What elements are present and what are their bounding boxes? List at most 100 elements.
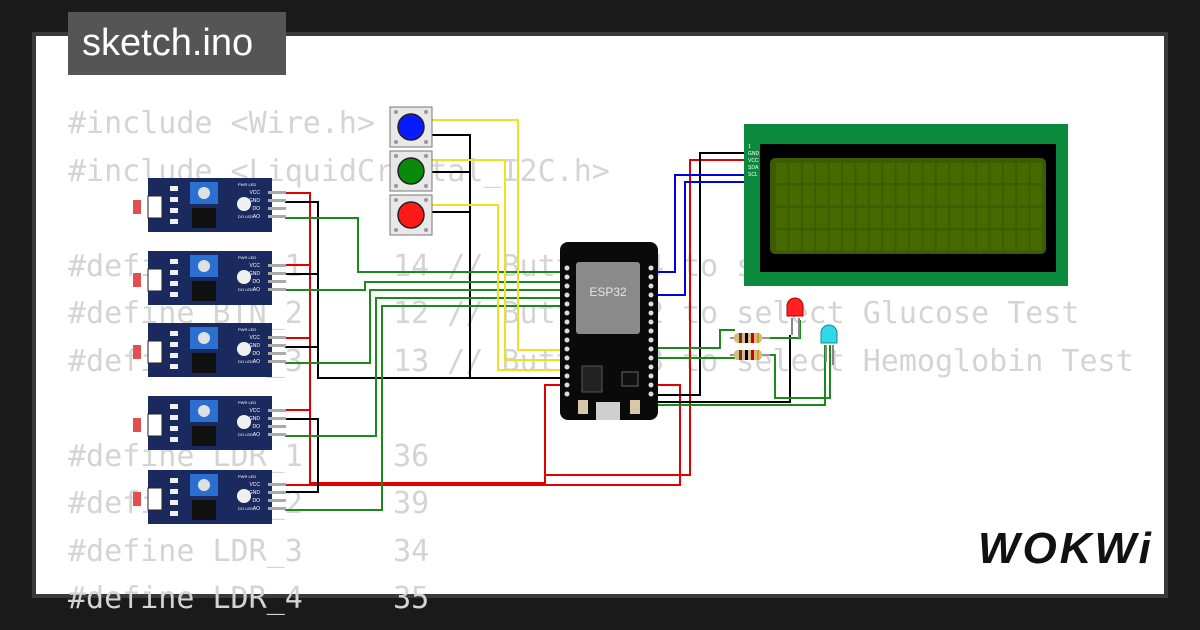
- pin-header: [268, 280, 286, 283]
- ldr-sensor-module[interactable]: VCC GND DO AO PWR LED DO LED: [133, 251, 286, 305]
- lcd-pin-label: VCC: [748, 158, 759, 164]
- pin-header: [268, 425, 286, 428]
- lcd-pin-label: GND: [748, 151, 760, 157]
- green-push-button[interactable]: [389, 150, 433, 192]
- wire-green: [285, 217, 567, 273]
- ldr-pin-label: DO: [253, 279, 261, 285]
- lcd-pin-label: SDA: [748, 165, 759, 171]
- ldr-pin-label: VCC: [249, 263, 260, 269]
- code-line: #define LDR_4 35: [68, 581, 430, 616]
- esp32-shield: [576, 262, 640, 334]
- wire-red: [544, 159, 748, 476]
- code-line: #define LDR_3 34: [68, 533, 430, 569]
- ldr-pin-label: DO: [253, 498, 261, 504]
- ldr-pin-label: DO: [253, 351, 261, 357]
- ldr-pin-label: GND: [249, 490, 261, 496]
- wire-blue: [655, 181, 748, 296]
- lcd-cells: [776, 163, 1043, 251]
- pin-header: [268, 417, 286, 420]
- ldr-pin-label: DO: [253, 206, 261, 212]
- pin-header: [268, 264, 286, 267]
- pin-header: [268, 360, 286, 363]
- ldr-led-label: DO LED: [238, 506, 253, 511]
- lcd-pin-label: 1: [748, 144, 751, 150]
- usb-port: [596, 402, 620, 420]
- pin-header: [268, 344, 286, 347]
- wokwi-logo: WOKWi: [978, 524, 1154, 573]
- photoresistor: [133, 200, 141, 214]
- esp32-board[interactable]: ESP32: [560, 242, 658, 420]
- ldr-pin-label: AO: [253, 214, 260, 220]
- blue-push-button[interactable]: [389, 106, 433, 148]
- esp32-pins: [564, 265, 654, 397]
- ldr-pin-label: AO: [253, 359, 260, 365]
- sketch-title: sketch.ino: [68, 12, 286, 75]
- wires: [285, 119, 831, 511]
- ldr-led-label: DO LED: [238, 432, 253, 437]
- wire-green: [765, 345, 831, 399]
- wire-black: [285, 418, 319, 493]
- photoresistor: [133, 418, 141, 432]
- ldr-pin-label: VCC: [249, 408, 260, 414]
- wire-green: [285, 281, 567, 291]
- ldr-pin-label: GND: [249, 416, 261, 422]
- wire-green: [285, 289, 567, 364]
- pin-header: [268, 352, 286, 355]
- ldr-led-label: PWR LED: [238, 474, 256, 479]
- wire-yellow: [430, 204, 567, 371]
- wire-black: [655, 152, 748, 396]
- ldr-pin-label: GND: [249, 271, 261, 277]
- ldr-pin-label: VCC: [249, 482, 260, 488]
- photoresistor: [133, 273, 141, 287]
- pin-header: [268, 215, 286, 218]
- ldr-pin-label: GND: [249, 198, 261, 204]
- pin-header: [268, 409, 286, 412]
- ldr-pin-label: AO: [253, 287, 260, 293]
- wire-blue: [655, 174, 748, 273]
- pin-header: [268, 191, 286, 194]
- ldr-modules: VCC GND DO AO PWR LED DO LED VCC GND DO AO PWR LED…: [133, 178, 286, 524]
- pin-header: [268, 272, 286, 275]
- pin-header: [268, 483, 286, 486]
- ldr-led-label: PWR LED: [238, 255, 256, 260]
- ldr-sensor-module[interactable]: VCC GND DO AO PWR LED DO LED: [133, 470, 286, 524]
- red-led[interactable]: [786, 297, 804, 338]
- wire-green: [655, 329, 735, 349]
- push-buttons: [389, 106, 433, 236]
- pin-header: [268, 499, 286, 502]
- ldr-pin-label: DO: [253, 424, 261, 430]
- code-line: #include <Wire.h>: [68, 106, 376, 141]
- ldr-sensor-module[interactable]: VCC GND DO AO PWR LED DO LED: [133, 396, 286, 450]
- red-push-button[interactable]: [389, 194, 433, 236]
- ldr-led-label: PWR LED: [238, 400, 256, 405]
- resistor[interactable]: [730, 333, 770, 343]
- wire-yellow: [430, 159, 567, 361]
- wire-green: [765, 320, 801, 339]
- ldr-pin-label: VCC: [249, 335, 260, 341]
- wire-green: [285, 305, 567, 511]
- ldr-pin-label: AO: [253, 432, 260, 438]
- ldr-led-label: DO LED: [238, 287, 253, 292]
- ldr-pin-label: GND: [249, 343, 261, 349]
- wire-red: [285, 192, 567, 484]
- pin-header: [268, 507, 286, 510]
- ldr-pin-label: VCC: [249, 190, 260, 196]
- photoresistor: [133, 492, 141, 506]
- wire-red: [285, 384, 681, 486]
- wire-black: [655, 335, 791, 403]
- ldr-led-label: PWR LED: [238, 327, 256, 332]
- ldr-pin-label: AO: [253, 506, 260, 512]
- wire-green: [655, 345, 826, 406]
- pin-header: [268, 491, 286, 494]
- esp32-label: ESP32: [589, 285, 627, 299]
- wire-yellow: [430, 119, 567, 351]
- resistor[interactable]: [730, 350, 770, 360]
- pin-header: [268, 433, 286, 436]
- cyan-led[interactable]: [820, 324, 838, 365]
- pin-header: [268, 336, 286, 339]
- ldr-led-label: DO LED: [238, 214, 253, 219]
